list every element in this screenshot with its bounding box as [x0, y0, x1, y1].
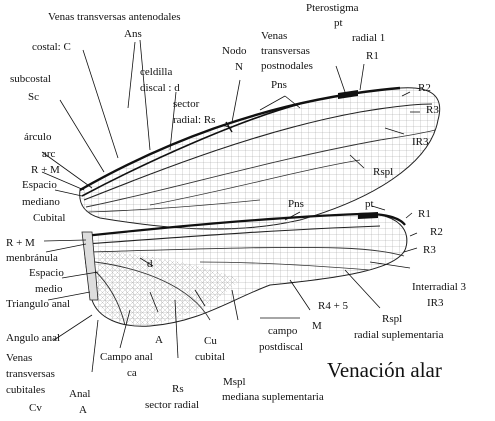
label-venas-postnodales-3: postnodales [261, 60, 313, 72]
forewing-cubitus [87, 199, 261, 213]
label-rspl-top: Rspl [373, 166, 394, 178]
label-venas-cubitales-3: cubitales [6, 384, 46, 396]
label-venas-postnodales-1: Venas [261, 30, 288, 42]
hindwing-pterostigma [358, 212, 378, 219]
label-mspl: Mspl [223, 376, 246, 388]
label-r1-bottom: R1 [418, 208, 431, 220]
label-interradial-ir3: IR3 [427, 297, 444, 309]
label-radial-1: radial 1 [352, 32, 386, 44]
label-pt-top: pt [334, 17, 343, 29]
leader-lines [41, 39, 420, 373]
label-a-bottom: A [79, 404, 87, 416]
label-cv: Cv [29, 402, 42, 414]
label-r2-top: R2 [418, 82, 431, 94]
label-d: d [147, 258, 153, 270]
forewing-radius [83, 103, 433, 201]
forewing-subcosta [81, 103, 301, 197]
label-radial-suplementaria: radial suplementaria [354, 329, 444, 341]
label-rspl-bottom: Rspl [382, 313, 403, 325]
label-pns-top: Pns [271, 79, 287, 91]
label-cubital: Cubital [33, 212, 66, 224]
label-radial-rs: radial: Rs [173, 114, 216, 126]
label-angulo-anal: Angulo anal [6, 332, 61, 344]
label-rs: Rs [172, 383, 184, 395]
label-r3-top: R3 [426, 104, 439, 116]
hindwing-base [81, 231, 99, 301]
label-subcostal: subcostal [10, 73, 51, 85]
label-venas-transversas-antenodales: Venas transversas antenodales [48, 11, 181, 23]
label-cubital-lower: cubital [195, 351, 225, 363]
label-espacio-medio-2: medio [35, 283, 63, 295]
label-arculo: árculo [24, 131, 52, 143]
label-sector: sector [173, 98, 200, 110]
hindwing-radius [85, 225, 381, 245]
hindwing-media [87, 247, 405, 257]
label-r1-top: R1 [366, 50, 379, 62]
label-venas-cubitales-1: Venas [6, 352, 33, 364]
label-r3-bottom: R3 [423, 244, 436, 256]
label-triangulo-anal: Triangulo anal [6, 298, 71, 310]
label-nodo: Nodo [222, 45, 247, 57]
label-membranula: menbránula [6, 252, 58, 264]
hindwing-cubitus [94, 261, 211, 321]
hindwing [81, 212, 408, 327]
label-campo: campo [268, 325, 298, 337]
label-sector-radial-bottom: sector radial [145, 399, 200, 411]
label-venas-postnodales-2: transversas [261, 45, 310, 57]
label-m: M [312, 320, 322, 332]
label-sc: Sc [28, 91, 39, 103]
forewing-rspl [149, 159, 361, 206]
label-espacio-mediano: Espacio [22, 179, 57, 191]
diagram-title: Venación alar [327, 358, 442, 382]
hindwing-costa [83, 212, 406, 238]
label-pt-bottom: pt [365, 198, 374, 210]
label-discal-d: discal : d [140, 82, 180, 94]
hindwing-rspl [199, 261, 371, 271]
label-espacio-medio-1: Espacio [29, 267, 64, 279]
hindwing-anal-field [96, 250, 240, 325]
forewing-media [85, 129, 436, 208]
label-mediana-suplementaria: mediana suplementaria [222, 391, 324, 403]
label-r2-bottom: R2 [430, 226, 443, 238]
label-interradial-3: Interradial 3 [412, 281, 467, 293]
label-mediano: mediano [22, 196, 60, 208]
label-ans: Ans [124, 28, 142, 40]
label-rm-top: R + M [31, 164, 60, 176]
label-pterostigma: Pterostigma [306, 2, 359, 14]
label-venas-cubitales-2: transversas [6, 368, 55, 380]
label-anal: Anal [69, 388, 91, 400]
forewing [79, 86, 441, 230]
label-ir3-top: IR3 [412, 136, 429, 148]
label-postdiscal: postdiscal [259, 341, 303, 353]
label-r4-5: R4 + 5 [318, 300, 349, 312]
label-ca: ca [127, 367, 137, 379]
label-nodo-n: N [235, 61, 243, 73]
label-cu: Cu [204, 335, 217, 347]
label-rm-bottom: R + M [6, 237, 35, 249]
label-arc: arc [42, 148, 56, 160]
label-pns-bottom: Pns [288, 198, 304, 210]
forewing-membrane [79, 87, 441, 230]
hindwing-anal-vein [93, 269, 126, 326]
label-campo-anal: Campo anal [100, 351, 153, 363]
label-a-mid: A [155, 334, 163, 346]
forewing-pterostigma [338, 90, 358, 99]
label-celdilla: celdilla [140, 66, 173, 78]
label-costal: costal: C [32, 41, 71, 53]
